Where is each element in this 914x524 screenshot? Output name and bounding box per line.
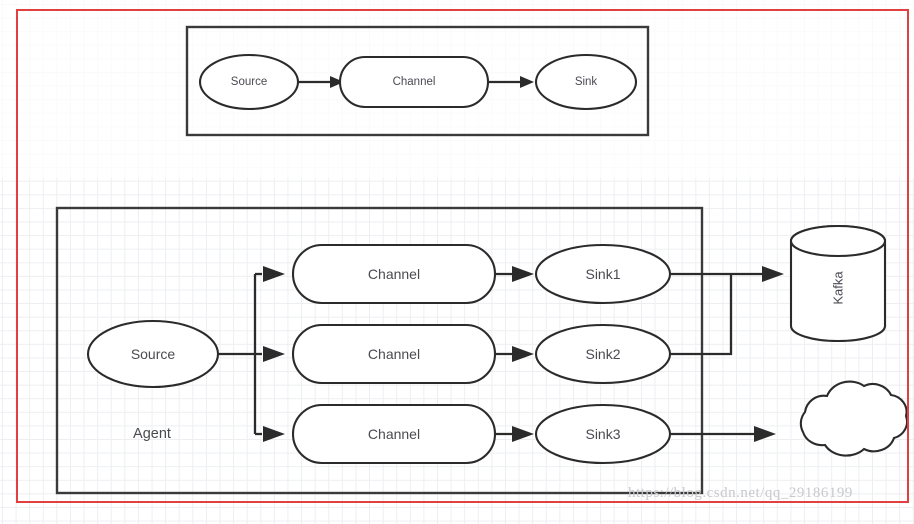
- agent-source-node[interactable]: Source: [86, 319, 220, 389]
- kafka-cylinder-top: [789, 224, 887, 258]
- agent-sink-1-node[interactable]: Sink1: [534, 243, 672, 305]
- arrow-head-icon: [263, 266, 285, 282]
- agent-sink-2-label: Sink2: [585, 346, 620, 362]
- simple-source-node[interactable]: Source: [198, 53, 300, 111]
- arrow-head-icon: [263, 346, 285, 362]
- agent-channel-1-label: Channel: [368, 266, 420, 282]
- agent-channel-1-node[interactable]: Channel: [291, 243, 497, 305]
- arrow-head-icon: [512, 266, 534, 282]
- arrow-head-icon: [512, 346, 534, 362]
- cloud-shape: [799, 380, 909, 457]
- sink-merge-to-kafka: [670, 266, 784, 356]
- arrow-head-icon: [512, 426, 534, 442]
- simple-sink-ellipse: [534, 53, 638, 111]
- agent-channel-2-label: Channel: [368, 346, 420, 362]
- simple-edge-source-channel: [298, 76, 344, 88]
- arrow-head-icon: [263, 426, 285, 442]
- agent-source-label: Source: [131, 346, 176, 362]
- simple-source-label: Source: [231, 76, 267, 88]
- source-fanout-bus: [218, 266, 285, 442]
- simple-sink-node[interactable]: Sink: [534, 53, 638, 111]
- kafka-node[interactable]: Kafka: [789, 224, 887, 343]
- simple-flow-frame: [185, 25, 650, 137]
- arrow-head-icon: [762, 266, 784, 282]
- agent-row-1: Channel Sink1: [291, 243, 672, 305]
- agent-flow-group: Agent Source: [55, 206, 909, 495]
- watermark-text: https://blog.csdn.net/qq_29186199: [628, 485, 853, 501]
- agent-sink-2-node[interactable]: Sink2: [534, 323, 672, 385]
- agent-row-2: Channel Sink2: [291, 323, 672, 385]
- kafka-label: Kafka: [831, 271, 846, 305]
- sink2-merge-line: [670, 274, 733, 356]
- arrow-head-icon: [520, 76, 534, 88]
- simple-sink-label: Sink: [575, 76, 598, 88]
- agent-frame-label: Agent: [133, 426, 171, 442]
- agent-row-3: Channel Sink3: [291, 403, 672, 465]
- sink3-to-cloud: [670, 426, 776, 442]
- agent-frame: [55, 206, 704, 495]
- agent-channel-3-label: Channel: [368, 426, 420, 442]
- simple-channel-label: Channel: [393, 76, 436, 88]
- simple-flow-group: Source Channel Sink: [185, 25, 650, 137]
- agent-sink-3-label: Sink3: [585, 426, 620, 442]
- agent-sink-3-node[interactable]: Sink3: [534, 403, 672, 465]
- agent-sink-1-label: Sink1: [585, 266, 620, 282]
- simple-edge-channel-sink: [488, 76, 534, 88]
- arrow-head-icon: [330, 76, 344, 88]
- agent-channel-2-node[interactable]: Channel: [291, 323, 497, 385]
- simple-channel-node[interactable]: Channel: [338, 55, 490, 109]
- arrow-head-icon: [754, 426, 776, 442]
- cloud-node[interactable]: [799, 380, 909, 457]
- agent-channel-3-node[interactable]: Channel: [291, 403, 497, 465]
